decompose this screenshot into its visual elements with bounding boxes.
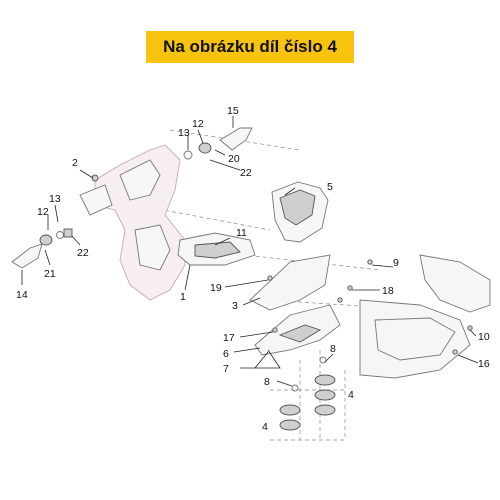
callout-18: 18: [382, 285, 394, 297]
fasteners: [267, 259, 473, 355]
upper-support-bracket: [79, 174, 113, 216]
callout-12-right: 12: [192, 118, 204, 130]
callout-17: 17: [223, 332, 235, 344]
part-number-banner: Na obrázku díl číslo 4: [146, 31, 354, 63]
clip-stack: [279, 356, 336, 431]
rear-fender-bracket: [94, 144, 186, 301]
callout-4-right: 4: [348, 389, 354, 401]
callout-22-left: 22: [77, 247, 89, 259]
callout-19: 19: [210, 282, 222, 294]
tail-light: [271, 181, 329, 243]
license-plate-light: [177, 232, 256, 266]
callout-2: 2: [72, 157, 78, 169]
callout-16: 16: [478, 358, 490, 370]
callout-22-right: 22: [240, 167, 252, 179]
callout-20: 20: [228, 153, 240, 165]
leader-lines: [21, 116, 479, 387]
callout-8-upper: 8: [330, 343, 336, 355]
callout-10: 10: [478, 331, 490, 343]
callout-14: 14: [16, 289, 28, 301]
callout-21: 21: [44, 268, 56, 280]
banner-text: Na obrázku díl číslo 4: [163, 37, 337, 56]
callout-3: 3: [232, 300, 238, 312]
callout-4-left: 4: [262, 421, 268, 433]
callout-5: 5: [327, 181, 333, 193]
callout-1: 1: [180, 291, 186, 303]
undertray-cover: [249, 254, 331, 311]
callout-labels: 15 13 12 20 22 2 5 13 12 22 11 21 14 1 9…: [16, 105, 490, 433]
left-turn-signal: [11, 228, 73, 269]
side-body-panels: [359, 254, 491, 379]
callout-7: 7: [223, 363, 229, 375]
lower-panel: [254, 304, 341, 356]
callout-11: 11: [236, 227, 247, 239]
right-turn-signal: [183, 127, 253, 160]
callout-8-lower: 8: [264, 376, 270, 388]
callout-15: 15: [227, 105, 239, 117]
callout-6: 6: [223, 348, 229, 360]
callout-13-left: 13: [49, 193, 61, 205]
callout-9: 9: [393, 257, 399, 269]
callout-13-right: 13: [178, 127, 190, 139]
callout-12-left: 12: [37, 206, 49, 218]
